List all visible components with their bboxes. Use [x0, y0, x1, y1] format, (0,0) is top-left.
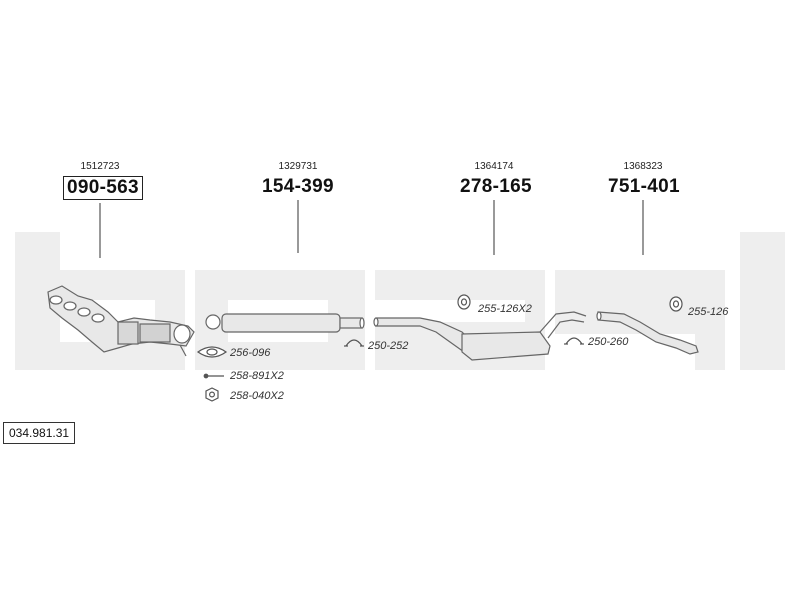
reference-number: 1368323: [623, 161, 663, 172]
middle-silencer-part: [373, 311, 587, 361]
hanger-icon: [669, 296, 683, 312]
bolt-label: 258-891X2: [230, 370, 284, 382]
nut-icon: [205, 387, 219, 402]
gasket-label: 256-096: [230, 347, 271, 359]
clamp-label: 250-252: [368, 340, 409, 352]
bolt-icon: [203, 373, 224, 379]
nut-label: 258-040X2: [230, 390, 284, 402]
hanger-label: 255-126: [688, 306, 729, 318]
hanger-label: 255-126X2: [478, 303, 532, 315]
part-number: 278-165: [460, 176, 532, 197]
rear-pipe-part: [596, 311, 699, 355]
part-number: 154-399: [262, 176, 334, 197]
middle-pipe-part: [205, 313, 365, 333]
leader-lines: [99, 200, 644, 258]
reference-number: 1329731: [278, 161, 318, 172]
clamp-icon: [344, 339, 364, 347]
clamp-icon: [564, 337, 584, 345]
diagram-code: 034.981.31: [3, 422, 76, 444]
hanger-icon: [457, 294, 471, 310]
exhaust-manifold-part: [47, 285, 195, 357]
part-number: 090-563: [63, 176, 143, 200]
part-number: 751-401: [608, 176, 680, 197]
reference-number: 1364174: [474, 161, 514, 172]
reference-number: 1512723: [80, 161, 120, 172]
gasket-icon: [196, 346, 228, 358]
clamp-label: 250-260: [588, 336, 629, 348]
